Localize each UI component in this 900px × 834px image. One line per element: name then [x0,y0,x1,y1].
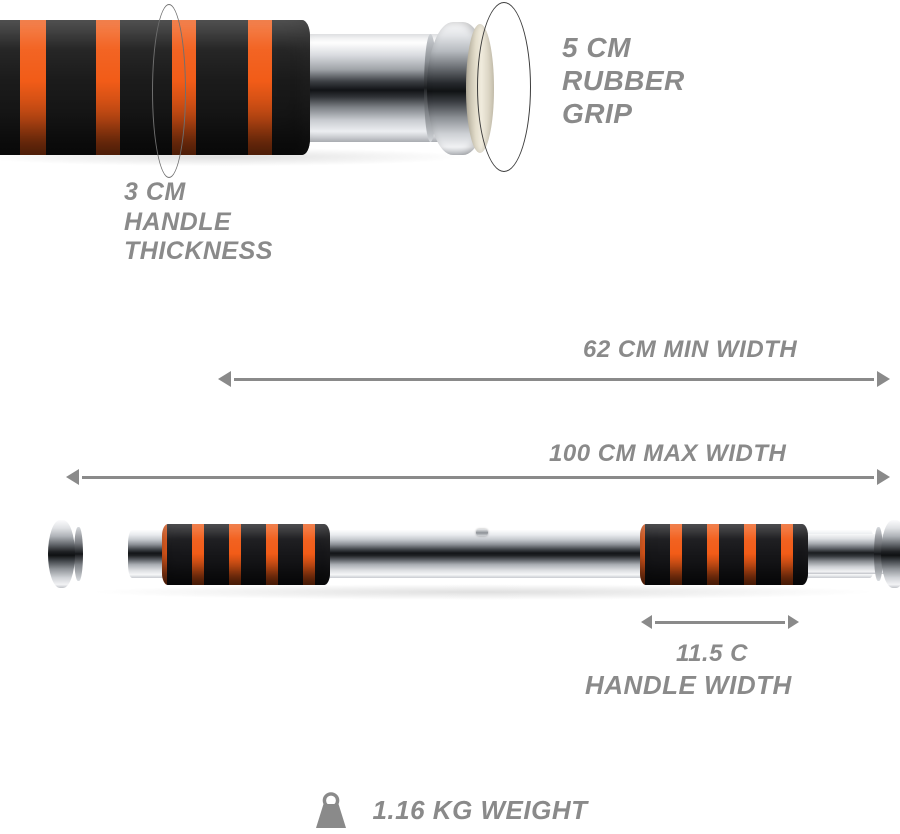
bar-collar-right [874,527,883,581]
arrow-left-icon [641,615,652,629]
min-width-dimension-line [218,368,890,390]
weight-row: 1.16 KG WEIGHT [0,786,900,834]
handle-width-label: HANDLE WIDTH [585,670,792,700]
bar-end-cap-left [48,520,75,588]
arrow-left-icon [218,371,231,387]
max-width-line [82,476,874,479]
min-width-line [234,378,874,381]
handle-thickness-line-1: 3 CM [124,178,186,206]
arrow-right-icon [877,371,890,387]
max-width-dimension-line [66,466,890,488]
handle-width-line [655,621,785,624]
min-width-label: 62 CM MIN WIDTH [583,336,798,363]
handle-thickness-callout-ellipse [152,4,186,178]
handle-closeup-image [0,8,542,176]
rubber-grip-callout-ellipse [477,2,531,172]
handle-thickness-line-2: HANDLE [124,207,232,236]
handle-width-value: 11.5 C [676,640,748,667]
bar-end-cap-right [881,520,900,588]
bar-center-screw [476,529,488,536]
rubber-grip-line-2: RUBBER [562,65,685,97]
handle-width-dimension-line [641,612,799,632]
pull-up-bar-image [48,508,900,603]
weight-label: 1.16 KG WEIGHT [372,794,588,825]
max-width-label: 100 CM MAX WIDTH [549,440,787,467]
rubber-grip-line-1: 5 CM [562,32,631,63]
bar-drop-shadow [88,584,878,600]
handle-thickness-line-3: THICKNESS [124,237,273,265]
bar-foam-grip-left [162,524,330,585]
arrow-right-icon [877,469,890,485]
arrow-left-icon [66,469,79,485]
handle-thickness-annotation: 3 CM HANDLE THICKNESS [124,178,273,267]
bar-foam-grip-right [640,524,808,585]
weight-icon [316,792,347,828]
rubber-grip-line-3: GRIP [562,98,633,130]
rubber-grip-annotation: 5 CM RUBBER GRIP [562,31,685,130]
bar-collar-left [74,527,83,581]
arrow-right-icon [788,615,799,629]
